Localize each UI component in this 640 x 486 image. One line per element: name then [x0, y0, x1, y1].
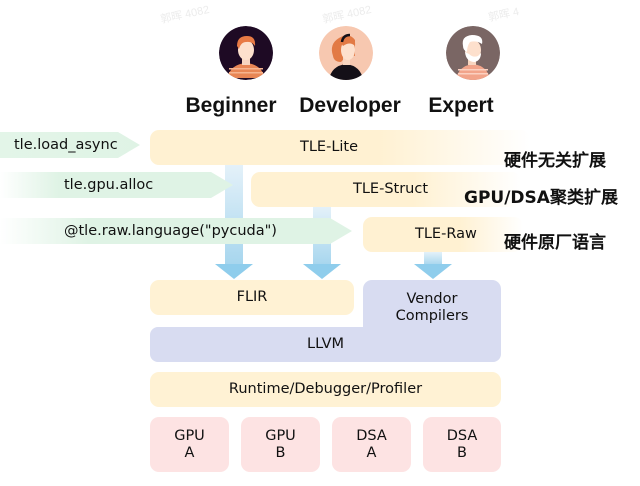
- flow-arrow-shaft: [225, 165, 243, 265]
- tle-lite-layer: TLE-Lite: [150, 130, 530, 165]
- hardware-variant: A: [366, 444, 377, 461]
- flow-arrow-head: [414, 264, 452, 279]
- api-label: @tle.raw.language("pycuda"): [64, 223, 277, 239]
- tle-raw-description: 硬件原厂语言: [504, 233, 606, 253]
- persona-expert-label: Expert: [428, 94, 494, 117]
- watermark: 郭晖 4082: [321, 3, 373, 26]
- tle-lite-description: 硬件无关扩展: [504, 151, 606, 171]
- flir-box: FLIR: [150, 280, 354, 315]
- api-arrow-raw-language: @tle.raw.language("pycuda"): [0, 218, 352, 244]
- hardware-dsa-b: DSA B: [423, 417, 501, 472]
- persona-beginner-label: Beginner: [185, 94, 277, 117]
- hardware-gpu-a: GPU A: [150, 417, 229, 472]
- hardware-type: DSA: [446, 427, 478, 444]
- tle-raw-layer: TLE-Raw: [363, 217, 523, 252]
- runtime-label: Runtime/Debugger/Profiler: [228, 381, 423, 397]
- beginner-avatar-icon: [219, 26, 273, 80]
- vendor-compilers-label: Vendor Compilers: [395, 291, 469, 324]
- tle-struct-label: TLE-Struct: [353, 181, 429, 197]
- watermark: 郭晖 4082: [159, 3, 211, 26]
- hardware-variant: B: [275, 444, 286, 461]
- api-arrow-gpu-alloc: tle.gpu.alloc: [0, 172, 233, 198]
- flow-arrow-head: [215, 264, 253, 279]
- api-arrow-load-async: tle.load_async: [0, 132, 140, 158]
- vendor-compilers-box: Vendor Compilers: [363, 280, 501, 350]
- api-label: tle.load_async: [14, 137, 118, 153]
- hardware-variant: A: [184, 444, 195, 461]
- tle-struct-description: GPU/DSA聚类扩展: [464, 188, 618, 208]
- expert-avatar-icon: [446, 26, 500, 80]
- flow-arrow-shaft: [424, 252, 442, 265]
- hardware-type: GPU: [265, 427, 296, 444]
- tle-struct-layer: TLE-Struct: [251, 172, 521, 207]
- hardware-type: GPU: [174, 427, 205, 444]
- hardware-dsa-a: DSA A: [332, 417, 411, 472]
- developer-avatar-icon: [319, 26, 373, 80]
- tle-raw-label: TLE-Raw: [415, 226, 477, 242]
- api-label: tle.gpu.alloc: [64, 177, 154, 193]
- runtime-layer: Runtime/Debugger/Profiler: [150, 372, 501, 407]
- llvm-label: LLVM: [307, 336, 344, 352]
- hardware-type: DSA: [356, 427, 387, 444]
- watermark: 郭晖 4: [487, 5, 521, 25]
- flir-label: FLIR: [236, 289, 268, 305]
- persona-developer-label: Developer: [299, 94, 401, 117]
- tle-lite-label: TLE-Lite: [300, 139, 359, 155]
- hardware-variant: B: [457, 444, 467, 461]
- flow-arrow-head: [303, 264, 341, 279]
- hardware-gpu-b: GPU B: [241, 417, 320, 472]
